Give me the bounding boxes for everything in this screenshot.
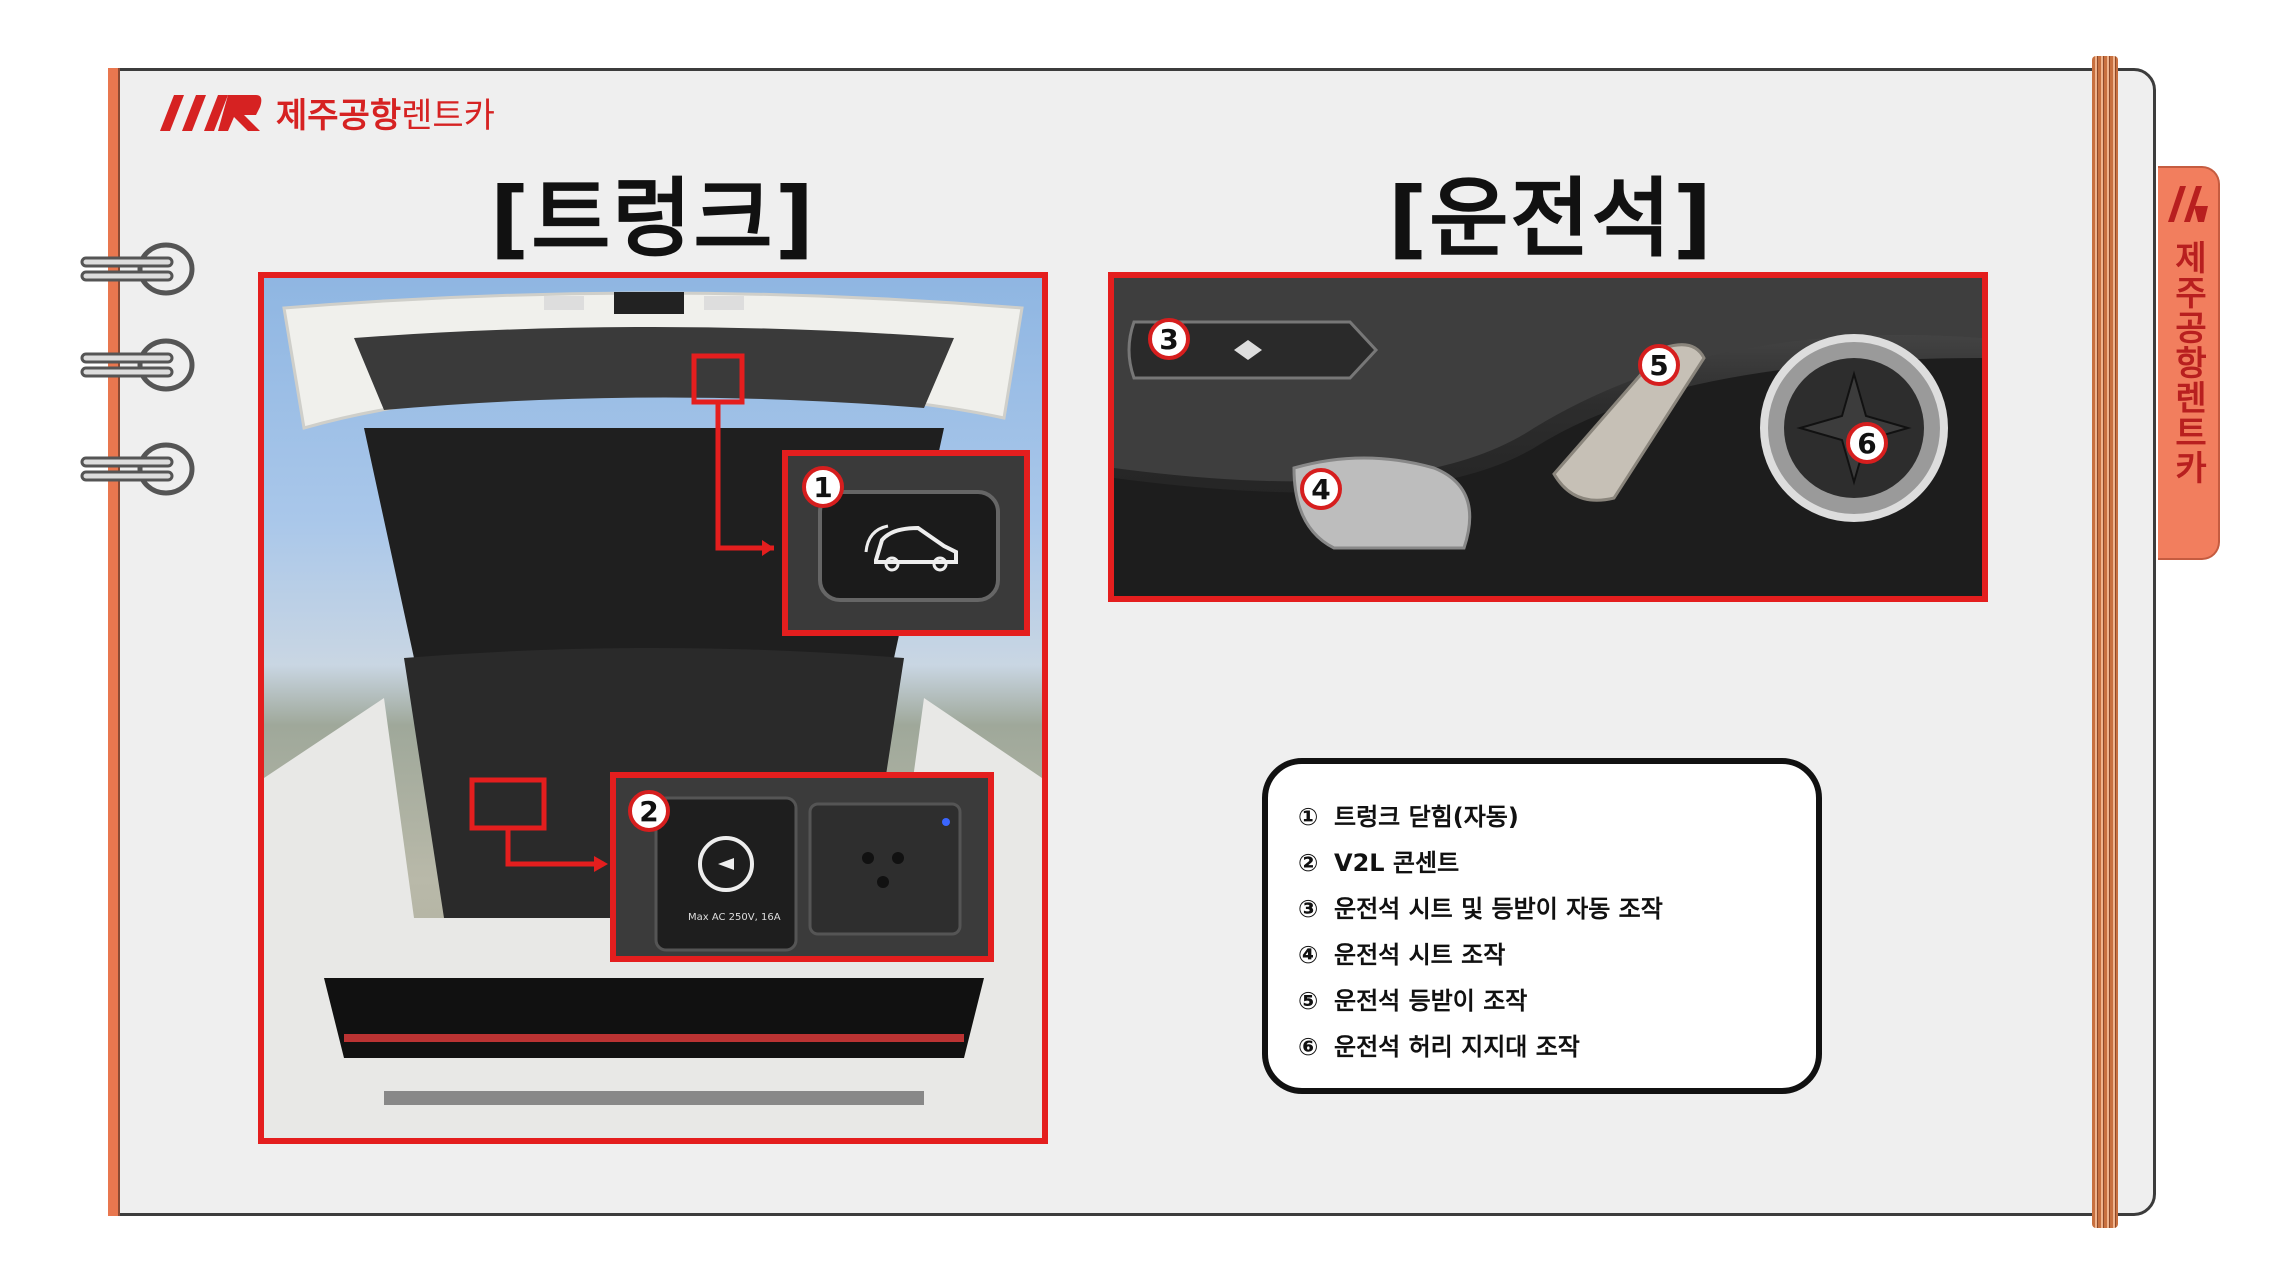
binder-ring-icon xyxy=(80,338,195,392)
brand-name-bold: 제주공항 xyxy=(276,96,402,136)
legend-item: ④ 운전석 시트 조작 xyxy=(1298,932,1816,978)
seat-controls-illustration xyxy=(1114,278,1982,596)
legend-num: ④ xyxy=(1298,941,1319,969)
badge-6: 6 xyxy=(1846,422,1888,464)
legend-item: ② V2L 콘센트 xyxy=(1298,840,1816,886)
legend-num: ③ xyxy=(1298,895,1319,923)
legend-item: ⑤ 운전석 등받이 조작 xyxy=(1298,978,1816,1024)
brand-name: 제주공항렌트카 xyxy=(276,88,495,137)
driver-section-title: [운전석] xyxy=(1388,169,1714,269)
trunk-illustration xyxy=(264,291,1042,1138)
brand-logo: 제주공항렌트카 xyxy=(156,88,495,137)
notebook-right-edge xyxy=(2092,56,2118,1228)
legend-item: ③ 운전석 시트 및 등받이 자동 조작 xyxy=(1298,886,1816,932)
brand-logo-icon xyxy=(2168,186,2208,222)
badge-3: 3 xyxy=(1148,318,1190,360)
v2l-outlet-icon xyxy=(654,796,962,952)
binder-ring-icon xyxy=(80,242,195,296)
legend-num: ② xyxy=(1298,849,1319,877)
legend-text: 운전석 시트 조작 xyxy=(1334,941,1506,969)
legend-text: 운전석 등받이 조작 xyxy=(1334,987,1528,1015)
binder-ring-icon xyxy=(80,442,195,496)
legend-num: ⑤ xyxy=(1298,987,1319,1015)
legend-num: ① xyxy=(1298,803,1319,831)
legend-text: 운전석 시트 및 등받이 자동 조작 xyxy=(1334,895,1663,923)
side-tab: 제주공항렌트카 xyxy=(2158,166,2220,560)
legend-text: 운전석 허리 지지대 조작 xyxy=(1334,1033,1580,1061)
legend-text: V2L 콘센트 xyxy=(1334,849,1460,877)
trunk-close-icon xyxy=(818,490,1000,602)
legend-item: ① 트렁크 닫힘(자동) xyxy=(1298,794,1816,840)
legend-box: ① 트렁크 닫힘(자동) ② V2L 콘센트 ③ 운전석 시트 및 등받이 자동 조작… xyxy=(1262,758,1822,1094)
trunk-section-title: [트렁크] xyxy=(490,169,816,269)
trunk-photo: 1 Max AC 250V, 16A 2 xyxy=(258,272,1048,1144)
badge-2: 2 xyxy=(628,790,670,832)
v2l-outlet-inset: Max AC 250V, 16A 2 xyxy=(610,772,994,962)
badge-5: 5 xyxy=(1638,344,1680,386)
legend-item: ⑥ 운전석 허리 지지대 조작 xyxy=(1298,1024,1816,1070)
legend-text: 트렁크 닫힘(자동) xyxy=(1334,803,1519,831)
badge-4: 4 xyxy=(1300,468,1342,510)
badge-1: 1 xyxy=(802,466,844,508)
brand-logo-icon xyxy=(160,94,262,131)
legend-num: ⑥ xyxy=(1298,1033,1319,1061)
trunk-close-button-inset: 1 xyxy=(782,450,1030,636)
seat-photo: 3 4 5 6 xyxy=(1108,272,1988,602)
outlet-caption: Max AC 250V, 16A xyxy=(688,912,781,923)
brand-name-light: 렌트카 xyxy=(401,96,495,136)
side-tab-text: 제주공항렌트카 xyxy=(2167,240,2208,485)
